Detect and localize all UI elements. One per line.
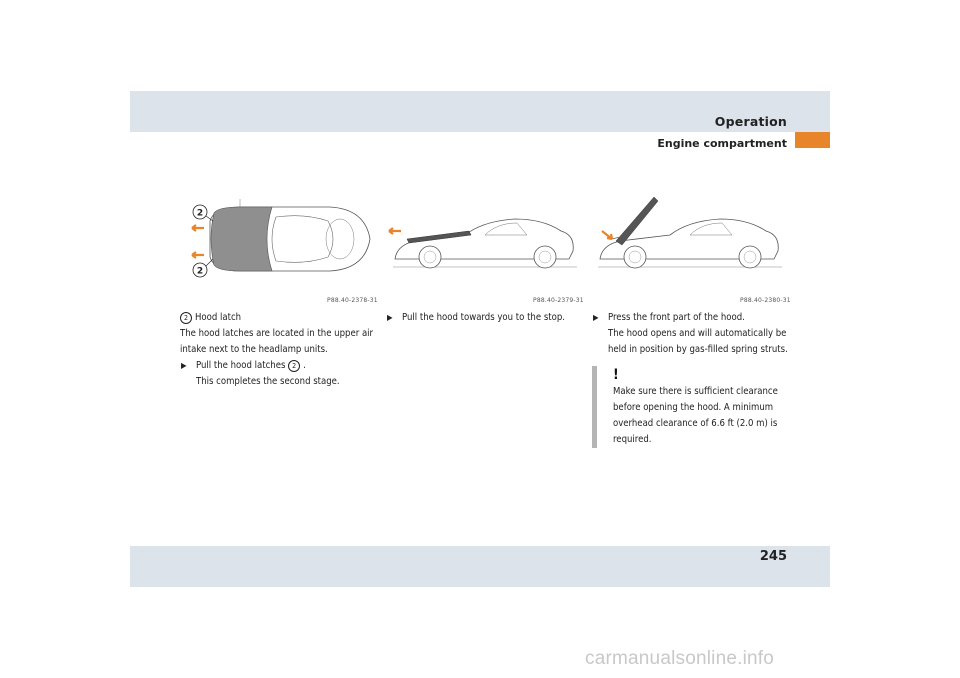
- section-subtitle: Engine compartment: [657, 137, 787, 150]
- text-column-3: ▶Press the front part of the hood. The h…: [592, 310, 790, 448]
- header-band: [130, 91, 830, 132]
- svg-text:2: 2: [197, 209, 203, 219]
- callout-number: 2: [288, 360, 301, 372]
- figure-code: P88.40-2379-31: [533, 297, 584, 304]
- warning-icon: !: [613, 367, 619, 383]
- hood-shape: [406, 230, 472, 244]
- instruction-step: ▶Pull the hood towards you to the stop.: [386, 310, 584, 326]
- step-arrow-icon: ▶: [387, 313, 393, 322]
- warning-box: ! Make sure there is sufficient clearanc…: [592, 366, 790, 448]
- svg-text:2: 2: [197, 267, 203, 277]
- figure-code: P88.40-2380-31: [740, 297, 791, 304]
- arrow-icon: [601, 230, 614, 241]
- step-arrow-icon: ▶: [181, 361, 187, 370]
- arrow-icon: [191, 224, 204, 232]
- arrow-icon: [191, 251, 204, 259]
- text-column-2: ▶Pull the hood towards you to the stop.: [386, 310, 584, 326]
- instruction-step: ▶Press the front part of the hood.: [592, 310, 790, 326]
- figure-code: P88.40-2378-31: [327, 297, 378, 304]
- callout-bottom: 2: [192, 258, 214, 278]
- callout-number: 2: [180, 312, 192, 324]
- hood-shape: [615, 196, 659, 246]
- figure-top-view: 2 2: [191, 199, 371, 278]
- step-arrow-icon: ▶: [593, 313, 599, 322]
- watermark: carmanualsonline.info: [585, 648, 775, 669]
- result-text: The hood opens and will automatically be…: [608, 328, 788, 355]
- section-tab-marker: [795, 132, 830, 148]
- arrow-icon: [388, 227, 401, 235]
- result-text: This completes the second stage.: [196, 376, 340, 387]
- figure-side-pull: [388, 218, 577, 269]
- intro-paragraph: The hood latches are located in the uppe…: [180, 328, 374, 355]
- hood-shape: [210, 206, 273, 272]
- figure-side-open: [598, 196, 782, 269]
- section-title: Operation: [714, 114, 787, 129]
- callout-top: 2: [192, 204, 214, 222]
- page-number: 245: [759, 549, 787, 564]
- footer-band: [130, 546, 830, 587]
- instruction-step: ▶Pull the hood latches 2.: [180, 358, 378, 374]
- warning-text: Make sure there is sufficient clearance …: [613, 386, 778, 445]
